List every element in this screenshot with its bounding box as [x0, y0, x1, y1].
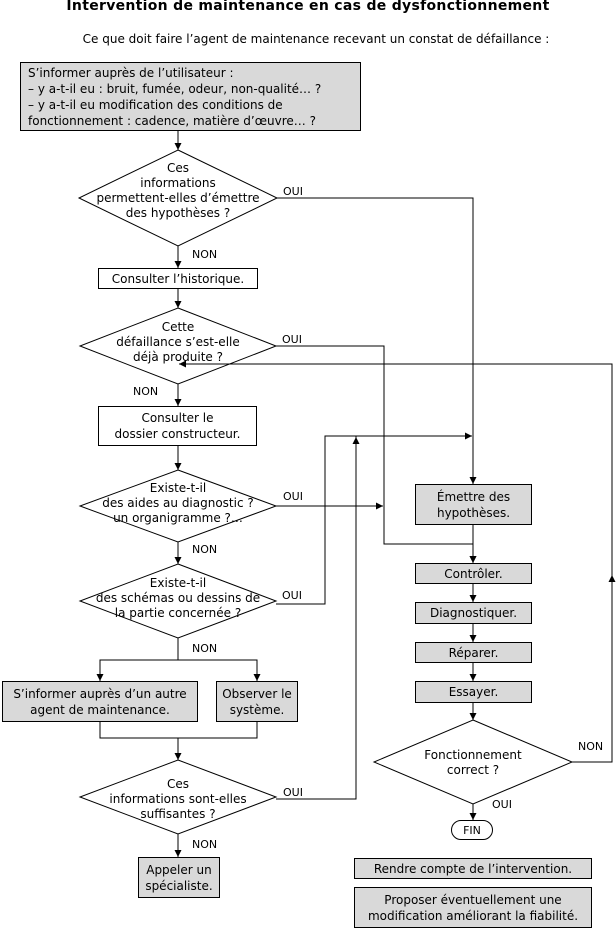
- decision-sufficient-text: Ces informations sont-elles suffisantes …: [109, 777, 247, 821]
- propose-text: Proposer éventuellement une modification…: [367, 892, 579, 923]
- label-non-hypotheses: NON: [192, 248, 218, 261]
- inform-user-box: S’informer auprès de l’utilisateur : – y…: [20, 62, 361, 131]
- consult-history-text: Consulter l’historique.: [111, 271, 245, 286]
- diagnose-box: Diagnostiquer.: [415, 602, 532, 624]
- propose-box: Proposer éventuellement une modification…: [354, 887, 592, 928]
- label-non-correct: NON: [578, 740, 604, 753]
- diagnose-text: Diagnostiquer.: [429, 606, 518, 620]
- page-title: Intervention de maintenance en cas de dy…: [66, 0, 550, 14]
- fin-terminal: FIN: [451, 820, 493, 840]
- emit-hypotheses-box: Émettre des hypothèses.: [415, 484, 532, 525]
- label-oui-already: OUI: [282, 333, 302, 346]
- inform-user-text: S’informer auprès de l’utilisateur : – y…: [28, 65, 322, 128]
- control-text: Contrôler.: [444, 566, 503, 581]
- repair-text: Réparer.: [448, 645, 499, 660]
- decision-schemas-text: Existe-t-il des schémas ou dessins de la…: [95, 576, 261, 620]
- report-text: Rendre compte de l’intervention.: [373, 861, 573, 876]
- emit-hypotheses-text: Émettre des hypothèses.: [436, 489, 511, 520]
- test-box: Essayer.: [415, 681, 532, 703]
- observe-system-text: Observer le système.: [222, 686, 292, 717]
- report-box: Rendre compte de l’intervention.: [354, 858, 592, 879]
- decision-correct-text: Fonctionnement correct ?: [424, 748, 522, 777]
- control-box: Contrôler.: [415, 563, 532, 584]
- decision-aids-text: Existe-t-il des aides au diagnostic ? un…: [102, 481, 254, 525]
- repair-box: Réparer.: [415, 642, 532, 663]
- label-non-sufficient: NON: [192, 838, 218, 851]
- consult-history-box: Consulter l’historique.: [98, 268, 258, 289]
- label-oui-sufficient: OUI: [283, 786, 303, 799]
- label-non-already: NON: [133, 385, 159, 398]
- observe-system-box: Observer le système.: [216, 681, 298, 722]
- consult-manufacturer-box: Consulter le dossier constructeur.: [98, 406, 257, 446]
- inform-other-agent-box: S’informer auprès d’un autre agent de ma…: [2, 681, 198, 722]
- label-oui-hypotheses: OUI: [283, 185, 303, 198]
- call-specialist-text: Appeler un spécialiste.: [145, 862, 213, 893]
- decision-hypotheses-text: Ces informations permettent-elles d’émet…: [96, 161, 260, 220]
- page-subtitle: Ce que doit faire l’agent de maintenance…: [82, 32, 550, 46]
- label-oui-schemas: OUI: [282, 589, 302, 602]
- label-oui-aids: OUI: [283, 490, 303, 503]
- label-non-aids: NON: [192, 543, 218, 556]
- consult-manufacturer-text: Consulter le dossier constructeur.: [114, 411, 241, 441]
- call-specialist-box: Appeler un spécialiste.: [138, 857, 220, 898]
- decision-already-text: Cette défaillance s’est-elle déjà produi…: [116, 320, 240, 364]
- label-oui-correct: OUI: [492, 798, 512, 811]
- test-text: Essayer.: [448, 685, 499, 699]
- label-non-schemas: NON: [192, 642, 218, 655]
- inform-other-agent-text: S’informer auprès d’un autre agent de ma…: [13, 686, 187, 717]
